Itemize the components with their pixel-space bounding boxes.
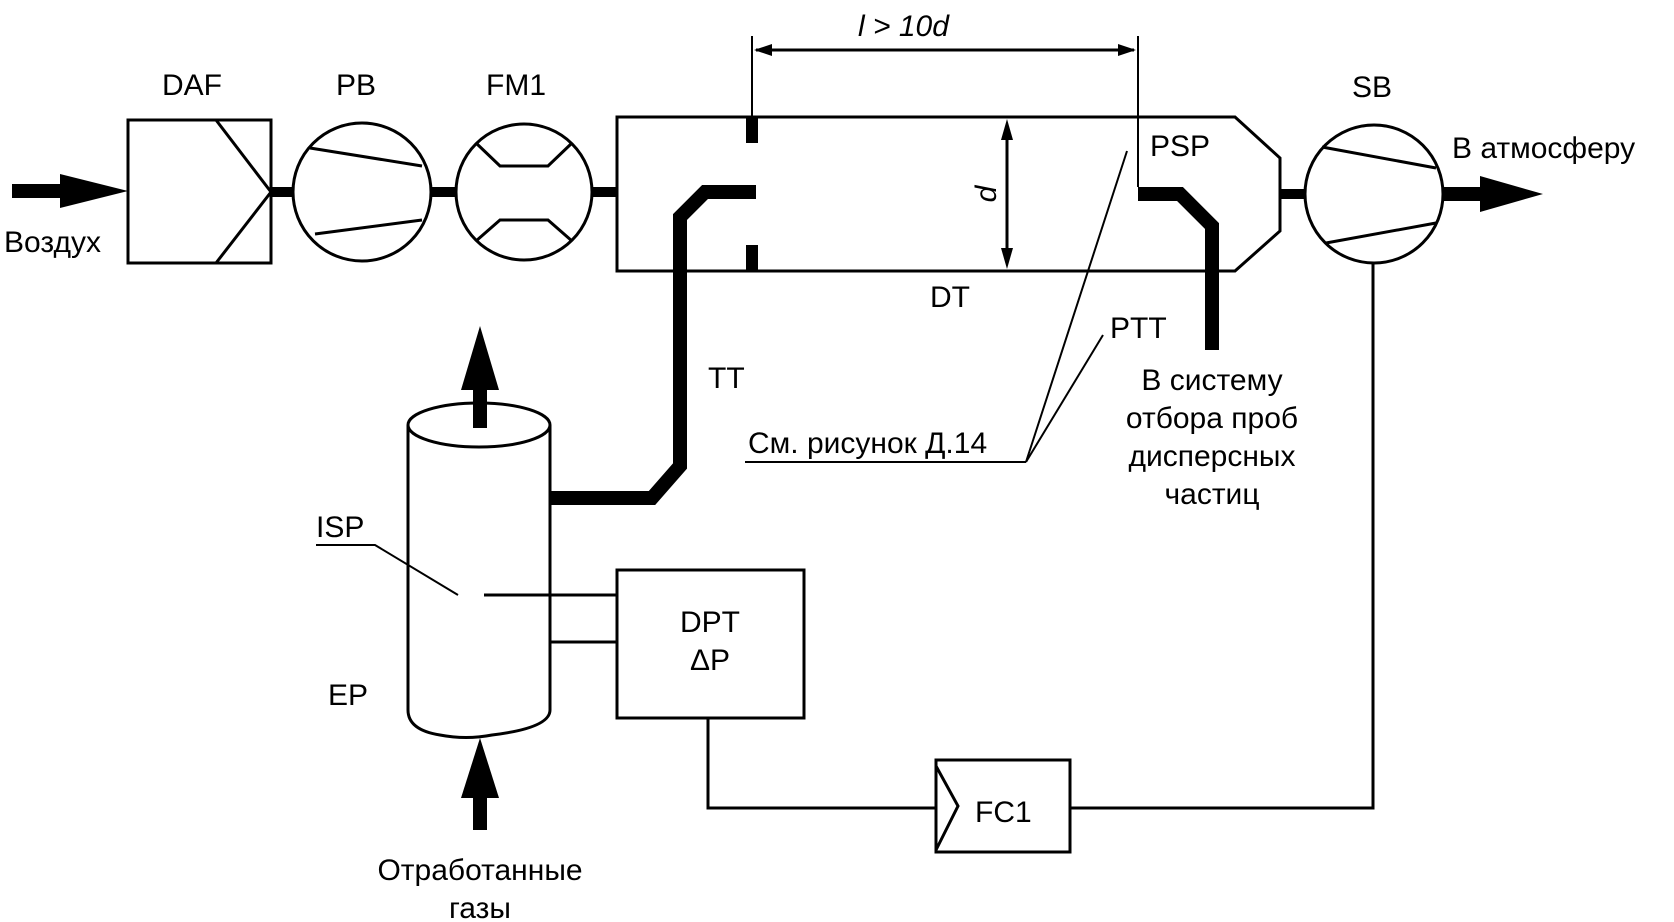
sampling-label-line3: дисперсных: [1128, 440, 1295, 473]
fm1-label: FM1: [486, 69, 546, 102]
atmosphere-outlet-arrow-icon: [1443, 176, 1543, 212]
see-figure-leader: [745, 150, 1128, 463]
atmosphere-outlet-label: В атмосферу: [1452, 132, 1635, 165]
fc1-flow-controller: [934, 758, 1072, 854]
exhaust-label-line1: Отработанные: [377, 854, 582, 887]
psp-probe-ptt-tube: [1138, 187, 1219, 350]
exhaust-outlet-arrow-icon: [461, 326, 499, 428]
sampling-label-line2: отбора проб: [1126, 402, 1298, 435]
isp-leader-line: [316, 544, 459, 596]
see-figure-note: См. рисунок Д.14: [748, 427, 987, 460]
diameter-dimension-label: d: [970, 184, 1003, 202]
control-line-fc1-sb: [1070, 263, 1375, 810]
isp-label: ISP: [316, 511, 364, 544]
diameter-dimension: [1001, 119, 1013, 269]
air-inlet-label: Воздух: [4, 226, 101, 259]
dpt-label: DPT: [680, 606, 740, 639]
sb-label: SB: [1352, 71, 1392, 104]
length-dimension: [751, 36, 1139, 187]
dpt-delta-p-label: ΔP: [690, 644, 730, 677]
sampling-label-line1: В систему: [1141, 364, 1282, 397]
tt-label: TT: [708, 362, 745, 395]
sb-blower: [1303, 123, 1445, 265]
length-dimension-label: l > 10d: [858, 10, 950, 43]
ptt-label: PTT: [1110, 312, 1167, 345]
exhaust-label-line2: газы: [449, 892, 511, 922]
fc1-label: FC1: [975, 796, 1032, 829]
fm1-flow-meter: [454, 122, 594, 262]
ep-exhaust-pipe: [406, 401, 552, 739]
exhaust-inlet-arrow-icon: [461, 738, 499, 830]
air-inlet-arrow-icon: [12, 174, 128, 208]
daf-label: DAF: [162, 69, 222, 102]
pb-blower: [291, 121, 433, 263]
ep-label: EP: [328, 679, 368, 712]
dt-label: DT: [930, 281, 970, 314]
daf-filter: [126, 118, 273, 265]
psp-label: PSP: [1150, 130, 1210, 163]
dt-dilution-tunnel: [615, 115, 1282, 273]
dpt-transducer: [615, 568, 806, 720]
signal-line-dpt-fc1: [706, 718, 936, 810]
sampling-label-line4: частиц: [1165, 478, 1260, 511]
pb-label: PB: [336, 69, 376, 102]
